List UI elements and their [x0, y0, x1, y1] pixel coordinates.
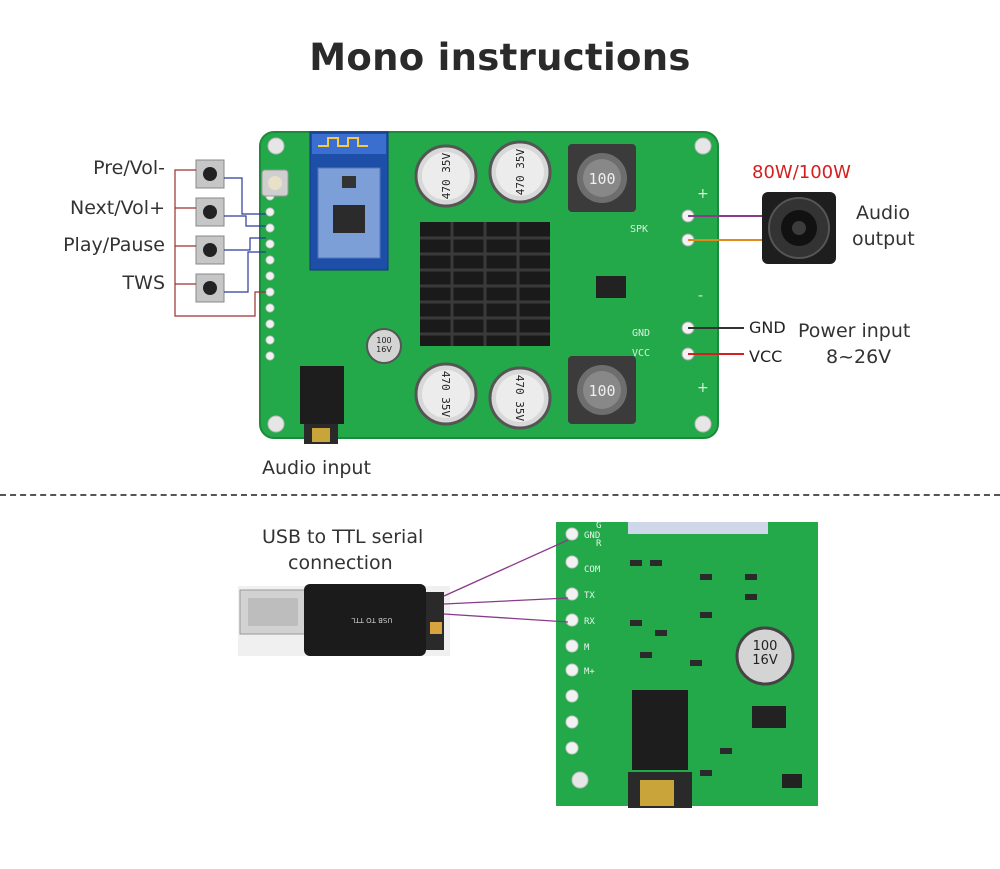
- svg-text:470 35V: 470 35V: [440, 152, 453, 199]
- svg-text:M+: M+: [584, 667, 595, 677]
- page-title: Mono instructions: [309, 36, 691, 79]
- svg-text:G: G: [596, 521, 601, 531]
- svg-text:-: -: [698, 288, 703, 304]
- small-capacitor: 100 16V: [366, 328, 402, 364]
- audio-output-label-1: Audio: [856, 202, 911, 224]
- bluetooth-module: [309, 131, 389, 271]
- usb-wires: [443, 539, 569, 623]
- svg-text:SPK: SPK: [630, 224, 648, 235]
- tact-button: [195, 235, 225, 265]
- svg-text:COM: COM: [584, 565, 601, 575]
- button-wires: [174, 169, 266, 317]
- svg-text:+: +: [697, 186, 709, 202]
- svg-text:TX: TX: [584, 591, 595, 601]
- svg-text:100: 100: [753, 639, 778, 654]
- capacitor: 470 35V: [488, 366, 552, 430]
- audio-jack: [300, 366, 344, 444]
- audio-input-label: Audio input: [262, 457, 371, 479]
- svg-text:100: 100: [588, 382, 615, 400]
- svg-text:GND: GND: [632, 328, 650, 339]
- button-label-play: Play/Pause: [63, 234, 165, 256]
- svg-text:100: 100: [376, 336, 391, 345]
- capacitor: 470 35V: [414, 144, 478, 208]
- svg-text:100: 100: [588, 170, 615, 188]
- tact-button: [195, 273, 225, 303]
- button-label-prev: Pre/Vol-: [93, 157, 165, 179]
- capacitor: 470 35V: [488, 140, 552, 204]
- usb-label-1: USB to TTL serial: [262, 526, 424, 548]
- tact-button: [195, 159, 225, 189]
- svg-text:M: M: [584, 643, 590, 653]
- inductor: 100: [568, 356, 636, 424]
- heatsink: [420, 222, 550, 346]
- section-divider: [0, 494, 1000, 496]
- inductor: 100: [568, 144, 636, 212]
- power-input-label-2: 8~26V: [826, 346, 892, 368]
- tact-button: [195, 197, 225, 227]
- button-label-tws: TWS: [122, 272, 165, 294]
- power-input-label-1: Power input: [798, 320, 911, 342]
- button-label-next: Next/Vol+: [69, 197, 165, 219]
- chip: [596, 276, 626, 298]
- svg-text:470 35V: 470 35V: [513, 375, 526, 422]
- svg-text:RX: RX: [584, 617, 595, 627]
- audio-output-label-2: output: [852, 228, 915, 250]
- speaker-power: 80W/100W: [752, 162, 851, 183]
- svg-text:16V: 16V: [376, 345, 392, 354]
- svg-text:USB TO TTL: USB TO TTL: [351, 616, 392, 624]
- vcc-label: VCC: [749, 347, 783, 366]
- svg-text:16V: 16V: [752, 653, 778, 668]
- usb-ttl-adapter: USB TO TTL: [238, 584, 450, 656]
- usb-label-2: connection: [288, 552, 393, 574]
- svg-text:470 35V: 470 35V: [514, 148, 527, 195]
- svg-text:R: R: [596, 539, 602, 549]
- bottom-pcb: 100 16V: [556, 522, 818, 808]
- speaker-icon: [762, 192, 836, 264]
- svg-text:+: +: [697, 380, 709, 396]
- gnd-label: GND: [749, 318, 786, 337]
- svg-text:470 35V: 470 35V: [439, 371, 452, 418]
- pin-label: GND: [584, 531, 600, 541]
- svg-text:VCC: VCC: [632, 348, 650, 359]
- capacitor: 470 35V: [414, 362, 478, 426]
